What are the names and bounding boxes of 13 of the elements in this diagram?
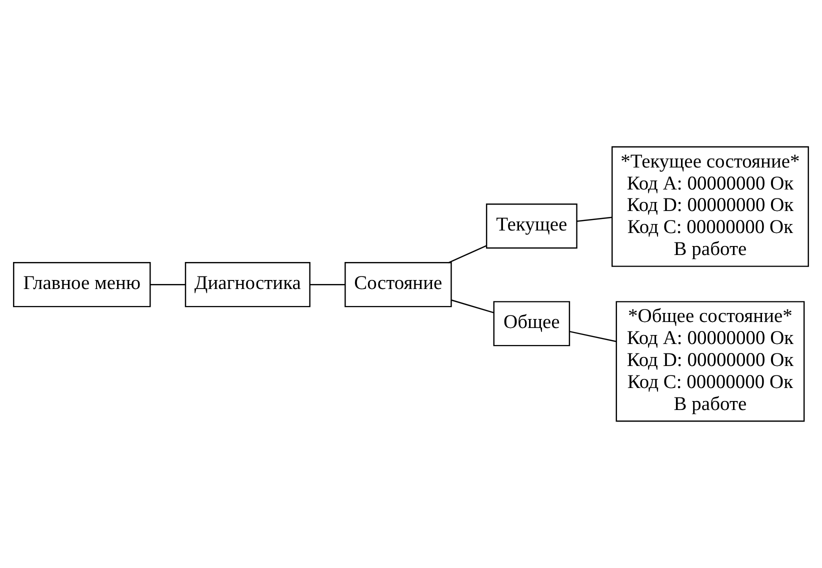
connector [570,330,616,342]
node-box: Состояние [344,262,452,308]
connector [150,284,185,286]
node-box: Текущее [486,204,578,249]
node-box: Диагностика [184,262,310,308]
node-box: Общее [493,301,570,346]
connector [310,284,345,286]
connector [451,300,494,314]
connector [576,216,612,222]
node-box: Главное меню [13,262,151,308]
node-box: *Общее состояние* Код A: 00000000 Ок Код D: 00000000 Ок Код C: 00000000 Ок В работе [616,301,805,422]
connector [448,245,486,264]
node-box: *Текущее состояние* Код A: 00000000 Ок Код D: 00000000 Ок Код C: 00000000 Ок В работе [612,146,809,267]
